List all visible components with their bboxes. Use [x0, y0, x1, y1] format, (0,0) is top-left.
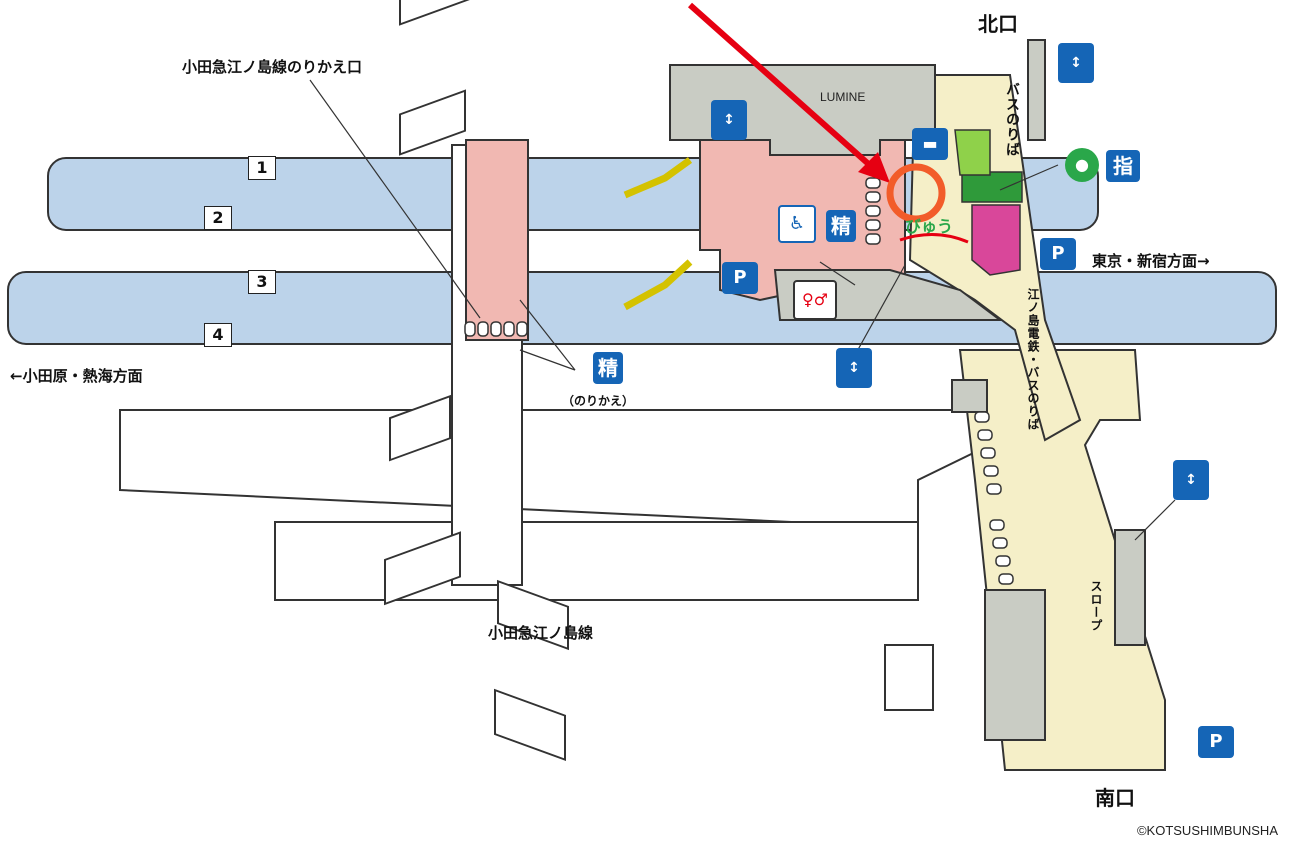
view-logo-swoosh [899, 232, 969, 244]
lumine-label: LUMINE [820, 90, 865, 104]
leader-lines [309, 79, 1176, 541]
south-building-3 [951, 379, 988, 413]
escalators [623, 157, 693, 311]
parking-icon: P [722, 262, 758, 294]
red-arrow-head [858, 152, 890, 183]
enoshima-platform-upper [119, 409, 1001, 530]
south-building-2 [1114, 529, 1146, 646]
south-exit-label: 南口 [1095, 786, 1135, 810]
odakyu-line-label: 小田急江ノ島線 [488, 624, 594, 642]
to-tokyo-label: 東京・新宿方面→ [1092, 252, 1210, 270]
fare-adjust-sign-main: 精 [826, 210, 856, 242]
transfer-note-label: （のりかえ） [562, 394, 635, 408]
elevator-icon: ↕ [711, 100, 747, 140]
shop-magenta [971, 204, 1021, 276]
platform-number-2: 2 [204, 206, 232, 230]
platform-number-1: 1 [248, 156, 276, 180]
to-odawara-label: ←小田原・熱海方面 [10, 367, 143, 385]
elevator-icon: ↕ [1173, 460, 1209, 500]
elevator-icon: ↕ [1058, 43, 1094, 83]
transfer-concourse [465, 139, 529, 341]
bus-stop-label: バスのりば [1004, 82, 1020, 157]
platform-number-3: 3 [248, 270, 276, 294]
south-building-4 [884, 644, 934, 711]
staircases [384, 0, 569, 762]
enoshima-platform-lower [274, 521, 919, 601]
fare-adjust-sign-transfer: 精 [593, 352, 623, 384]
wheelchair-icon: ♿ [778, 205, 816, 243]
location-marker [886, 163, 946, 223]
transfer-gate-label: 小田急江ノ島線のりかえ口 [182, 58, 363, 76]
ticket-gates [464, 177, 1014, 585]
red-arrow-shaft [688, 2, 875, 171]
view-logo: びゅう [905, 217, 953, 236]
toilet-icon: ♀♂ [793, 280, 837, 320]
north-exit-label: 北口 [978, 12, 1018, 36]
shop-lime [954, 129, 991, 176]
south-building-1 [984, 589, 1046, 741]
platform-number-4: 4 [204, 323, 232, 347]
parking-icon: P [1198, 726, 1234, 758]
enoden-bus-label: 江ノ島電鉄・バスのりば [1026, 288, 1040, 431]
reserved-seat-sign: 指 [1106, 150, 1140, 182]
ticket-office-icon: ● [1065, 148, 1099, 182]
north-building [1027, 39, 1046, 141]
parking-icon: P [1040, 238, 1076, 270]
bus-icon: ▬ [912, 128, 948, 160]
slope-label: スロープ [1089, 580, 1103, 632]
shop-green [961, 171, 1023, 203]
elevator-icon: ↕ [836, 348, 872, 388]
copyright-label: ©KOTSUSHIMBUNSHA [1136, 823, 1278, 838]
platform-3-4 [7, 271, 1277, 345]
